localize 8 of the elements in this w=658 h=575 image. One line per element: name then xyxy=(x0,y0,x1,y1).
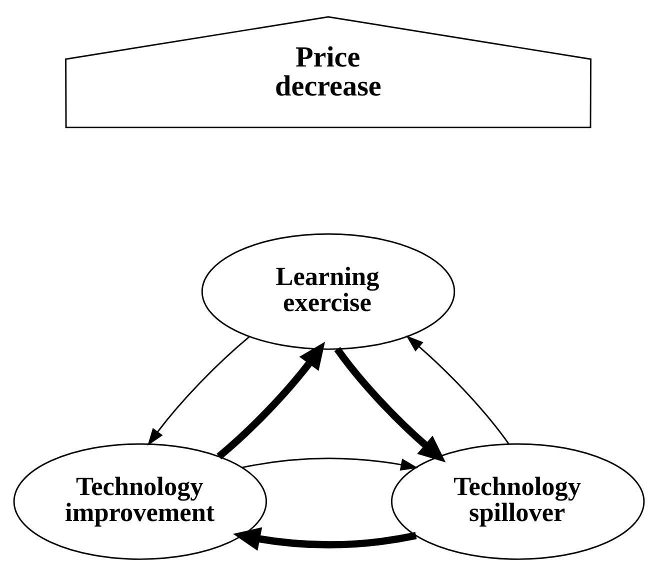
arrow xyxy=(216,341,326,459)
node-ellipse: Technology spillover xyxy=(390,442,645,560)
node-ellipse: Technology improvement xyxy=(13,442,268,560)
arrow xyxy=(242,457,418,470)
arrow xyxy=(406,335,510,444)
node-ellipse: Learning exercise xyxy=(201,232,456,350)
arrow xyxy=(147,336,250,446)
arrow xyxy=(233,526,417,550)
